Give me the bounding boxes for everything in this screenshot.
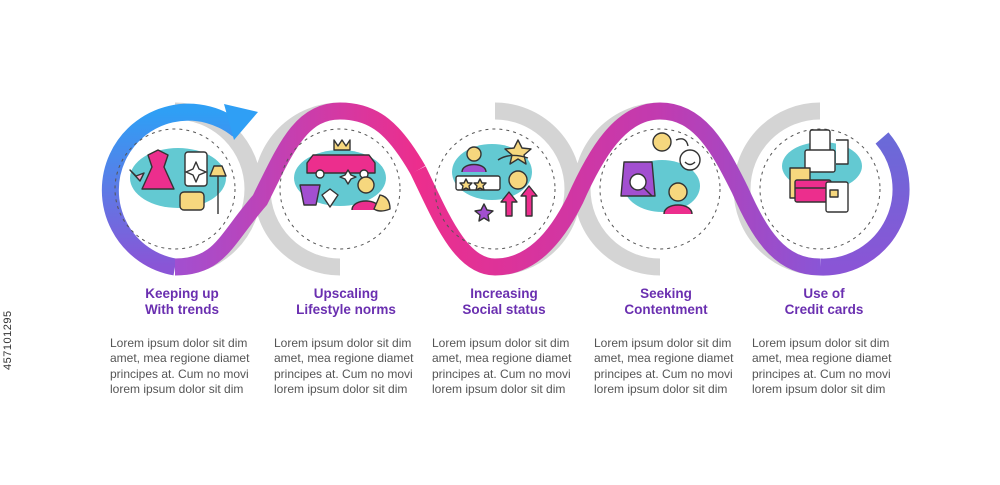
step-description-line: amet, mea regione diamet — [752, 351, 892, 366]
step-description-line: principes at. Cum no movi — [432, 366, 571, 381]
step-title-line: Lifestyle norms — [296, 302, 396, 317]
dashed-circle-5 — [759, 128, 881, 250]
step-description-line: lorem ipsum dolor sit dim — [432, 382, 566, 397]
dashed-circle-4 — [599, 128, 721, 250]
step-description-line: principes at. Cum no movi — [752, 366, 891, 381]
step-title-line: Seeking — [640, 286, 692, 301]
step-description-line: Lorem ipsum dolor sit dim — [594, 336, 732, 350]
contentment-shopping-icon — [620, 132, 701, 215]
step-description-line: principes at. Cum no movi — [594, 366, 733, 381]
step-description-line: principes at. Cum no movi — [110, 366, 249, 381]
dashed-circle-2 — [279, 128, 401, 250]
trends-fashion-icon — [129, 148, 227, 214]
step-description-line: lorem ipsum dolor sit dim — [594, 382, 728, 397]
arrow-head-icon — [224, 104, 258, 140]
dashed-circle-3 — [434, 128, 556, 250]
wave-segment-5 — [819, 132, 910, 276]
dashed-circle-1 — [114, 128, 236, 250]
step-description-line: Lorem ipsum dolor sit dim — [110, 336, 248, 350]
step-description-line: amet, mea regione diamet — [274, 351, 414, 366]
step-title-line: Credit cards — [784, 302, 864, 317]
wave-segment-1 — [101, 103, 244, 276]
step-description-line: Lorem ipsum dolor sit dim — [752, 336, 890, 350]
credit-cards-icon — [782, 129, 862, 213]
step-description-line: lorem ipsum dolor sit dim — [110, 382, 244, 397]
step-title-line: Upscaling — [313, 286, 379, 301]
step-title-line: Contentment — [624, 302, 708, 317]
step-title-line: With trends — [144, 302, 220, 317]
step-description-line: lorem ipsum dolor sit dim — [274, 382, 408, 397]
step-description-line: amet, mea regione diamet — [594, 351, 734, 366]
step-description-line: amet, mea regione diamet — [110, 351, 250, 366]
step-title-line: Use of — [803, 286, 845, 301]
step-title-line: Keeping up — [145, 286, 219, 301]
stock-id-label: 457101295 — [2, 310, 14, 370]
step-title-line: Increasing — [470, 286, 538, 301]
wave-segment-4 — [659, 102, 821, 276]
step-description-line: amet, mea regione diamet — [432, 351, 572, 366]
dashed-inner-circles — [114, 128, 881, 250]
social-status-icon — [452, 139, 538, 222]
step-description-line: Lorem ipsum dolor sit dim — [432, 336, 570, 350]
wave-segment-2 — [174, 102, 426, 276]
step-description-line: lorem ipsum dolor sit dim — [752, 382, 886, 397]
step-description-line: Lorem ipsum dolor sit dim — [274, 336, 412, 350]
step-title-line: Social status — [462, 302, 546, 317]
colored-wave — [101, 102, 910, 276]
step-description-line: principes at. Cum no movi — [274, 366, 413, 381]
wave-segment-3 — [410, 102, 661, 276]
luxury-lifestyle-icon — [294, 139, 391, 212]
